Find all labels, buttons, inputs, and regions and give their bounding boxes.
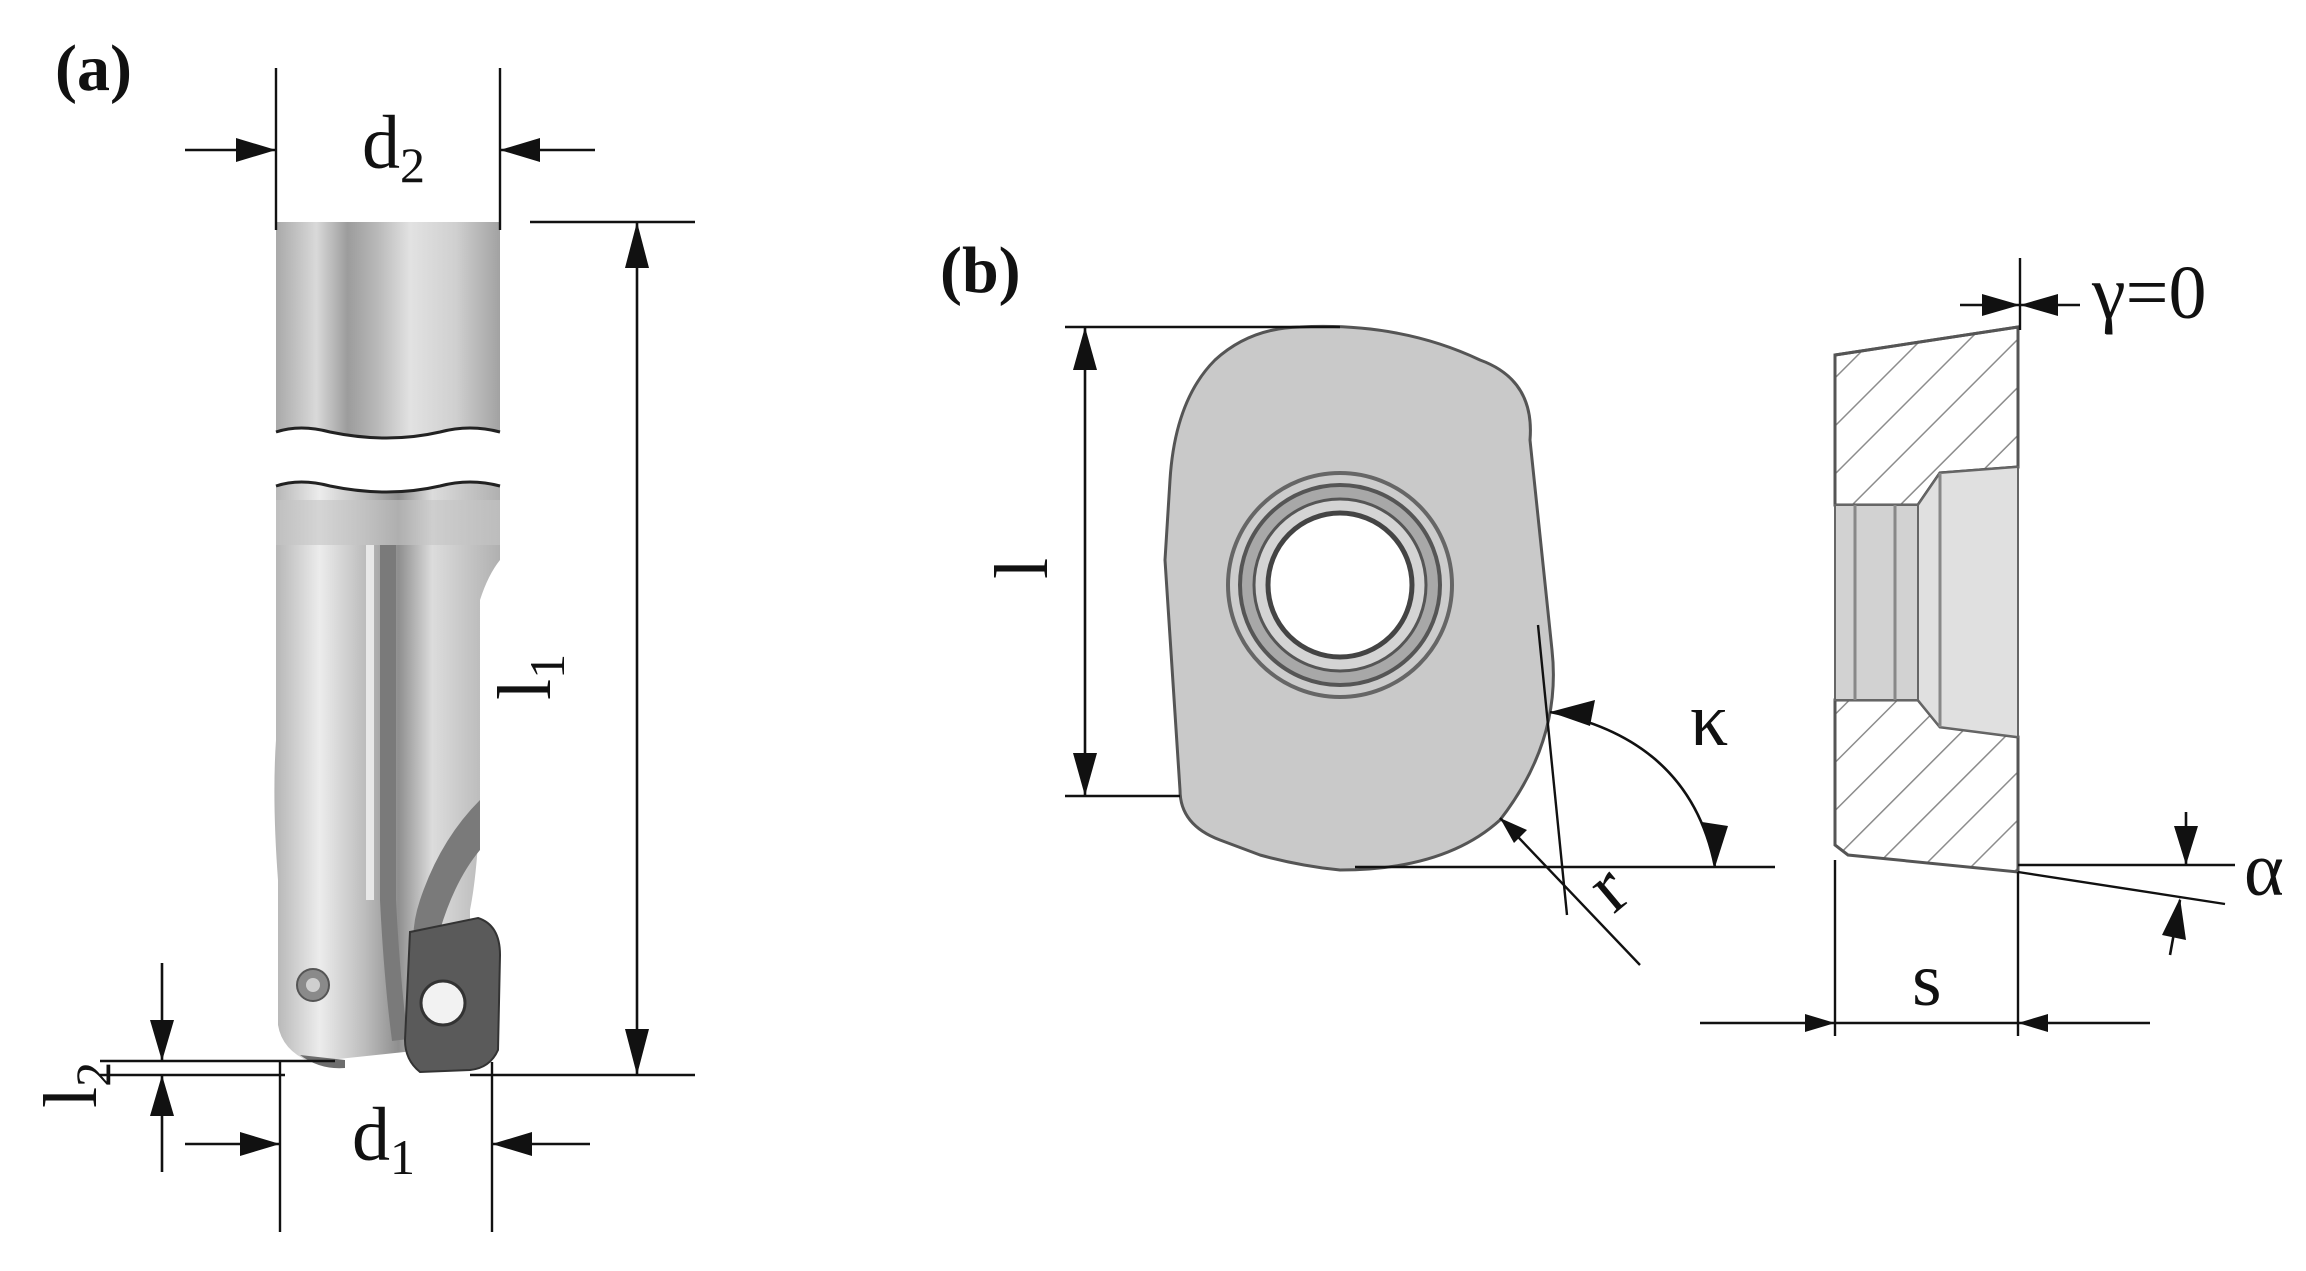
dimension-s: s	[1700, 860, 2150, 1036]
d2-label: d2	[362, 101, 425, 193]
angle-alpha: α	[2017, 812, 2284, 956]
tool-shank	[275, 222, 501, 440]
insert-top-view	[1163, 324, 1555, 872]
s-label: s	[1912, 938, 1942, 1022]
panel-a-label: (a)	[55, 32, 132, 105]
insert-section-view	[1833, 325, 2020, 874]
l2-label: l2	[29, 1062, 121, 1108]
panel-a: (a)	[29, 32, 695, 1232]
r-label: r	[1570, 847, 1643, 928]
kappa-label: κ	[1690, 678, 1728, 762]
panel-b: (b) l κ	[940, 234, 2284, 1036]
angle-gamma: γ=0	[1960, 251, 2206, 335]
d1-label: d1	[352, 1093, 415, 1185]
alpha-label: α	[2244, 828, 2284, 912]
panel-b-label: (b)	[940, 234, 1021, 307]
l1-label: l1	[483, 654, 575, 700]
dimension-l2: l2	[29, 963, 335, 1172]
dimension-d2: d2	[185, 68, 595, 230]
l-label: l	[980, 558, 1064, 579]
tool-body	[274, 480, 502, 1074]
dimension-l: l	[980, 325, 1340, 798]
dimension-l1: l1	[470, 220, 695, 1077]
radius-r: r	[1499, 817, 1644, 966]
angle-kappa: κ	[1355, 624, 1775, 916]
gamma-label: γ=0	[2091, 251, 2206, 335]
dimension-d1: d1	[185, 1062, 590, 1232]
